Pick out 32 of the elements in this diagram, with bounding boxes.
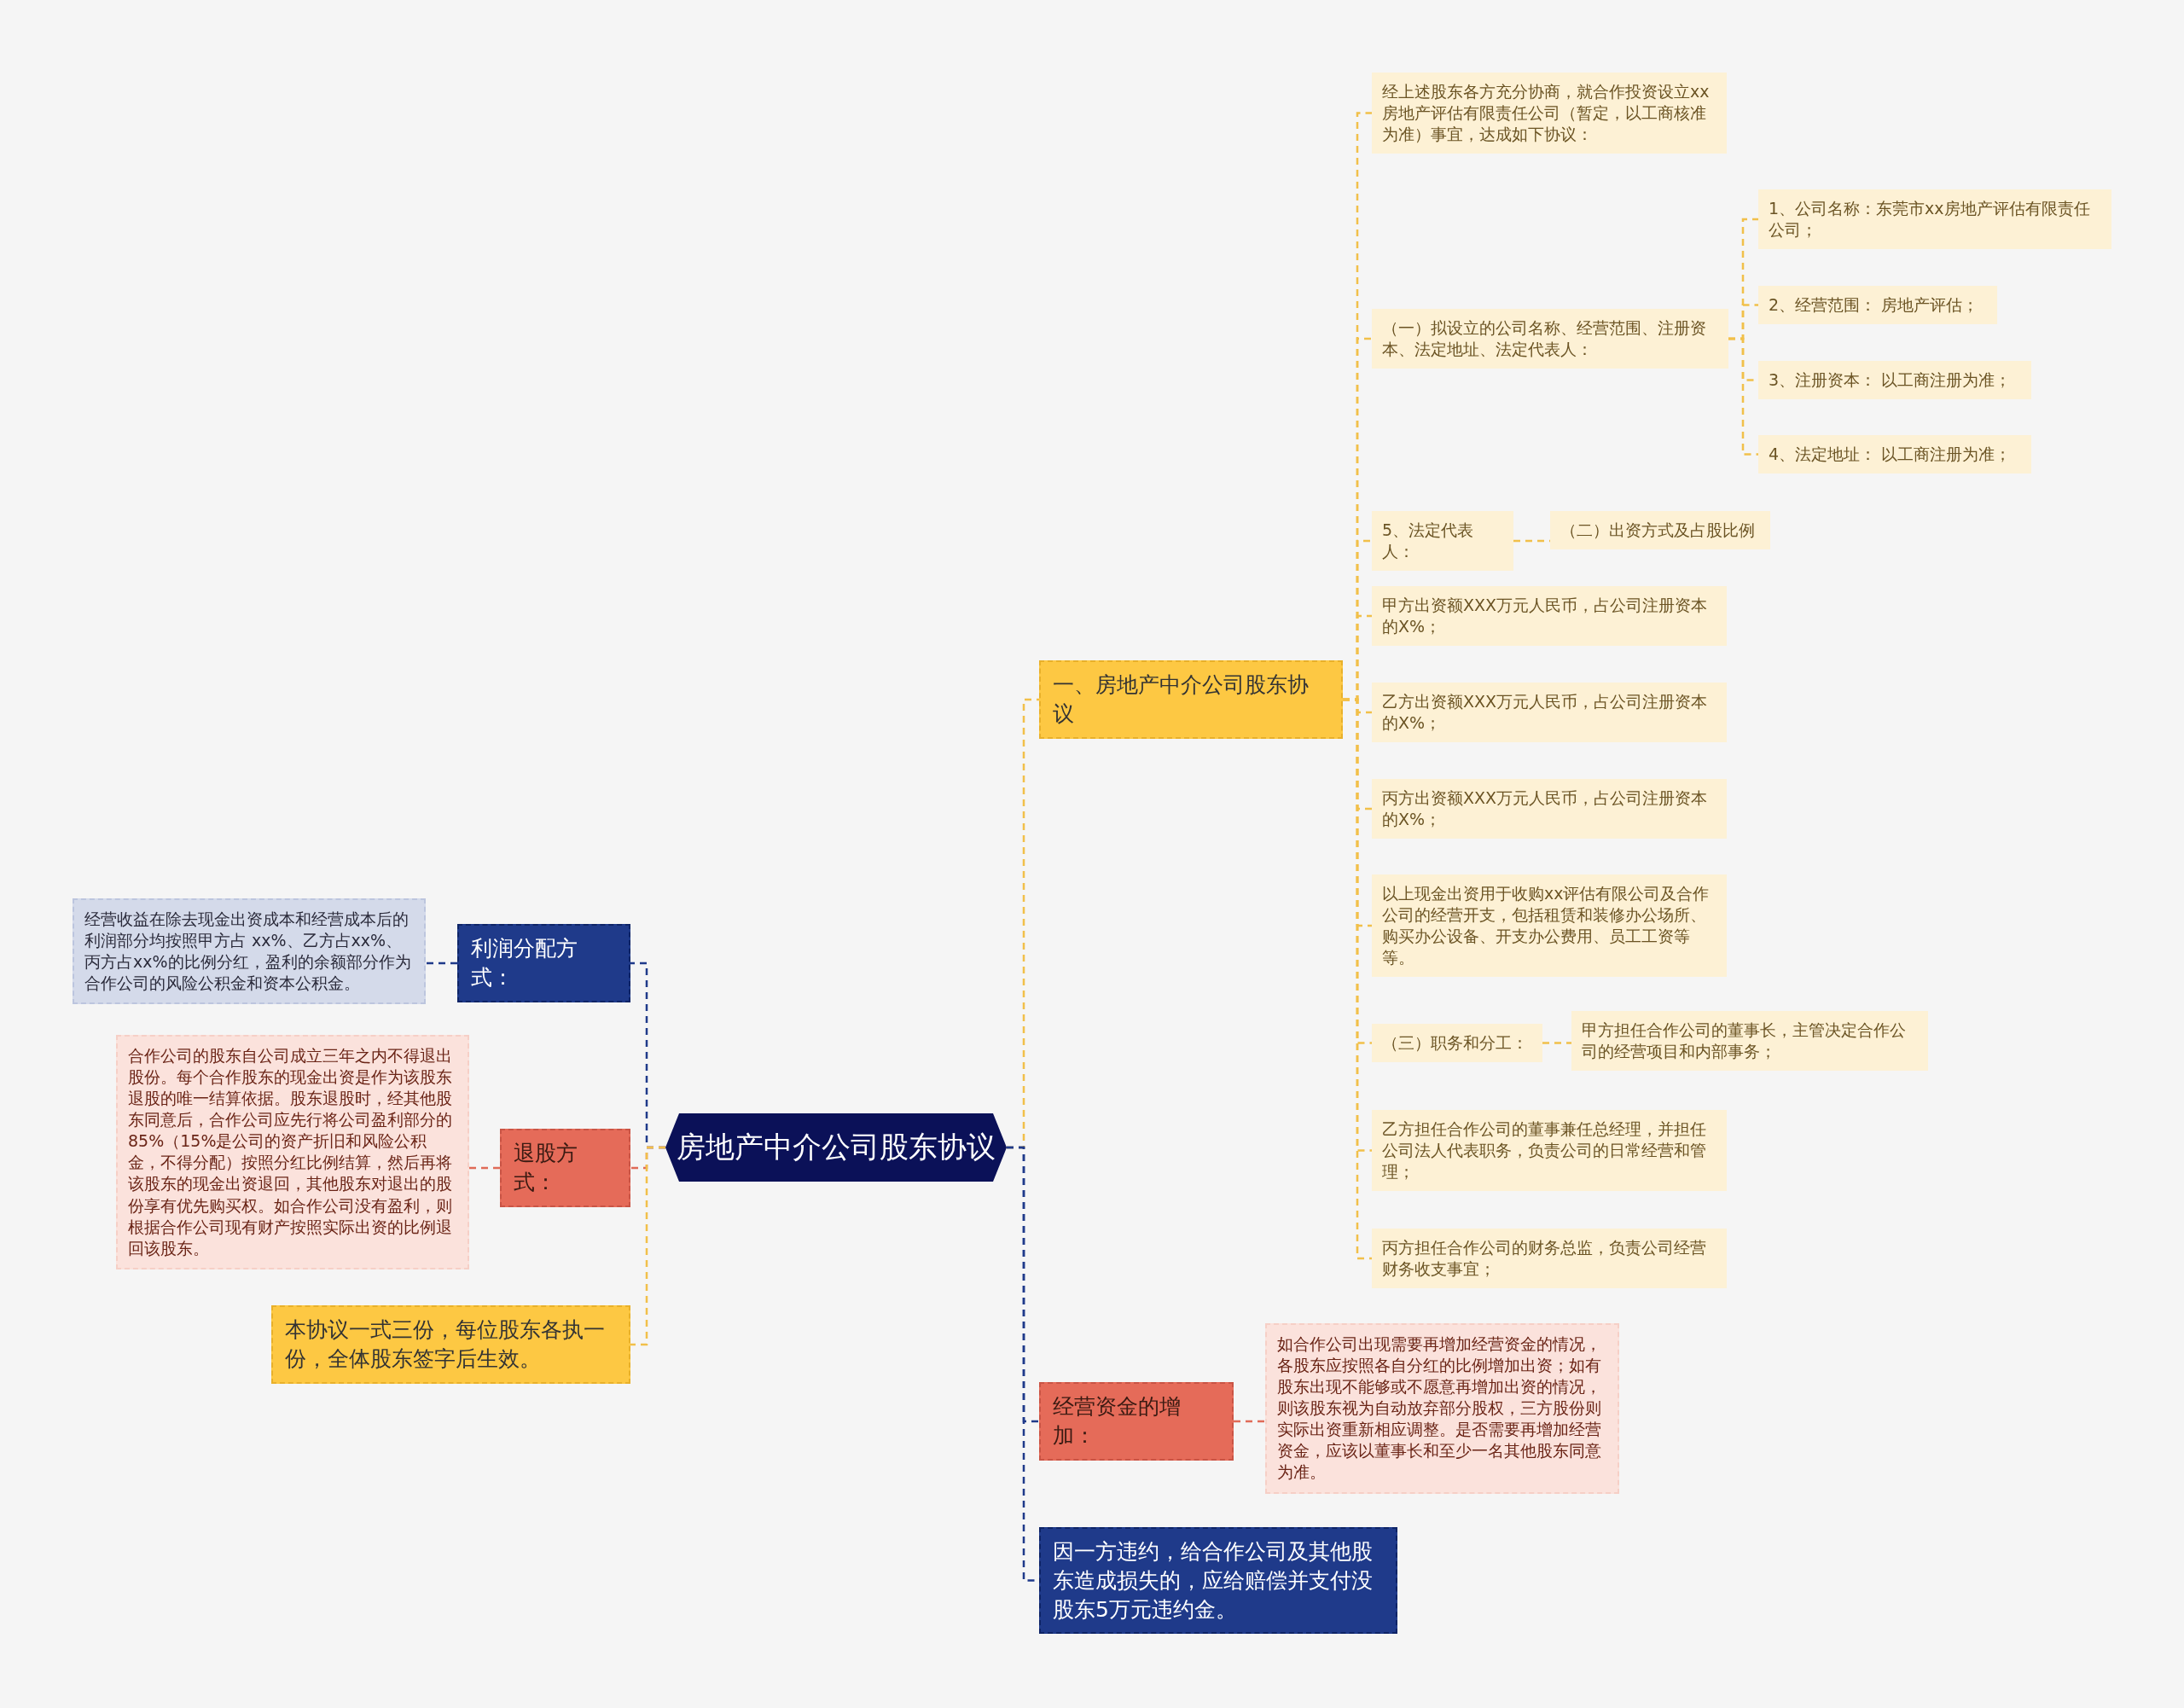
note-box: 乙方出资额XXX万元人民币，占公司注册资本的X%； <box>1372 683 1727 743</box>
note-box: 甲方出资额XXX万元人民币，占公司注册资本的X%； <box>1372 586 1727 647</box>
connector-line <box>1542 1042 1571 1044</box>
topic-box: 因一方违约，给合作公司及其他股东造成损失的，应给赔偿并支付没股东5万元违约金。 <box>1039 1527 1397 1635</box>
note-box: 1、公司名称：东莞市xx房地产评估有限责任公司； <box>1758 189 2111 250</box>
note-box: 经上述股东各方充分协商，就合作投资设立xx房地产评估有限责任公司（暂定，以工商核准为准）事宜，达成如下协议： <box>1372 73 1727 154</box>
connector-line <box>1728 337 1758 456</box>
note-box: 丙方出资额XXX万元人民币，占公司注册资本的X%； <box>1372 779 1727 839</box>
connector-line <box>469 1166 500 1170</box>
topic-box: 经营资金的增加： <box>1039 1382 1234 1461</box>
note-box: 丙方担任合作公司的财务总监，负责公司经营财务收支事宜； <box>1372 1229 1727 1289</box>
topic-box: 一、房地产中介公司股东协议 <box>1039 660 1343 739</box>
note-box: 4、法定地址： 以工商注册为准； <box>1758 435 2031 474</box>
note-box: 甲方担任合作公司的董事长，主管决定合作公司的经营项目和内部事务； <box>1571 1011 1928 1072</box>
note-box: （二）出资方式及占股比例 <box>1550 511 1770 550</box>
note-box: 经营收益在除去现金出资成本和经营成本后的利润部分均按照甲方占 xx%、乙方占xx%、丙方占xx%的比例分红，盈利的余额部分作为合作公司的风险公积金和资本公积金。 <box>73 898 426 1005</box>
note-box: 2、经营范围： 房地产评估； <box>1758 286 1997 325</box>
note-box: （三）职务和分工： <box>1372 1024 1542 1063</box>
topic-box: 本协议一式三份，每位股东各执一份，全体股东签字后生效。 <box>271 1305 630 1384</box>
root-topic: 房地产中介公司股东协议 <box>665 1113 1007 1182</box>
note-box: 以上现金出资用于收购xx评估有限公司及合作公司的经营开支，包括租赁和装修办公场所、购买办公设备、开支办公费用、员工工资等等。 <box>1372 874 1727 978</box>
topic-box: 利润分配方式： <box>457 924 630 1002</box>
note-box: 3、注册资本： 以工商注册为准； <box>1758 361 2031 400</box>
topic-box: 退股方式： <box>500 1129 630 1207</box>
connector-line <box>630 1146 665 1346</box>
note-box: 如合作公司出现需要再增加经营资金的情况，各股东应按照各自分红的比例增加出资；如有股东出现不能够或不愿意再增加出资的情况，则该股东视为自动放弃部分股权，三方股份则实际出资重新相应调整。是否需要再增加经营资金，应该以董事长和至少一名其他股东同意为准。 <box>1265 1323 1619 1494</box>
note-box: 合作公司的股东自公司成立三年之内不得退出股份。每个合作股东的现金出资是作为该股东退股的唯一结算依据。股东退股时，经其他股东同意后，合作公司应先行将公司盈利部分的85%（15%是公司的资产折旧和风险公积金，不得分配）按照分红比例结算，然后再将该股东的现金出资退回，其他股东对退出的股份享有优先购买权。如合作公司没有盈利，则根据合作公司现有财产按照实际出资的比例退回该股东。 <box>116 1035 469 1269</box>
note-box: 5、法定代表人： <box>1372 511 1513 572</box>
note-box: （一）拟设立的公司名称、经营范围、注册资本、法定地址、法定代表人： <box>1372 309 1728 369</box>
connector-line <box>1234 1420 1265 1423</box>
note-box: 乙方担任合作公司的董事兼任总经理，并担任公司法人代表职务，负责公司的日常经营和管理； <box>1372 1110 1727 1192</box>
connector-line <box>426 961 457 965</box>
